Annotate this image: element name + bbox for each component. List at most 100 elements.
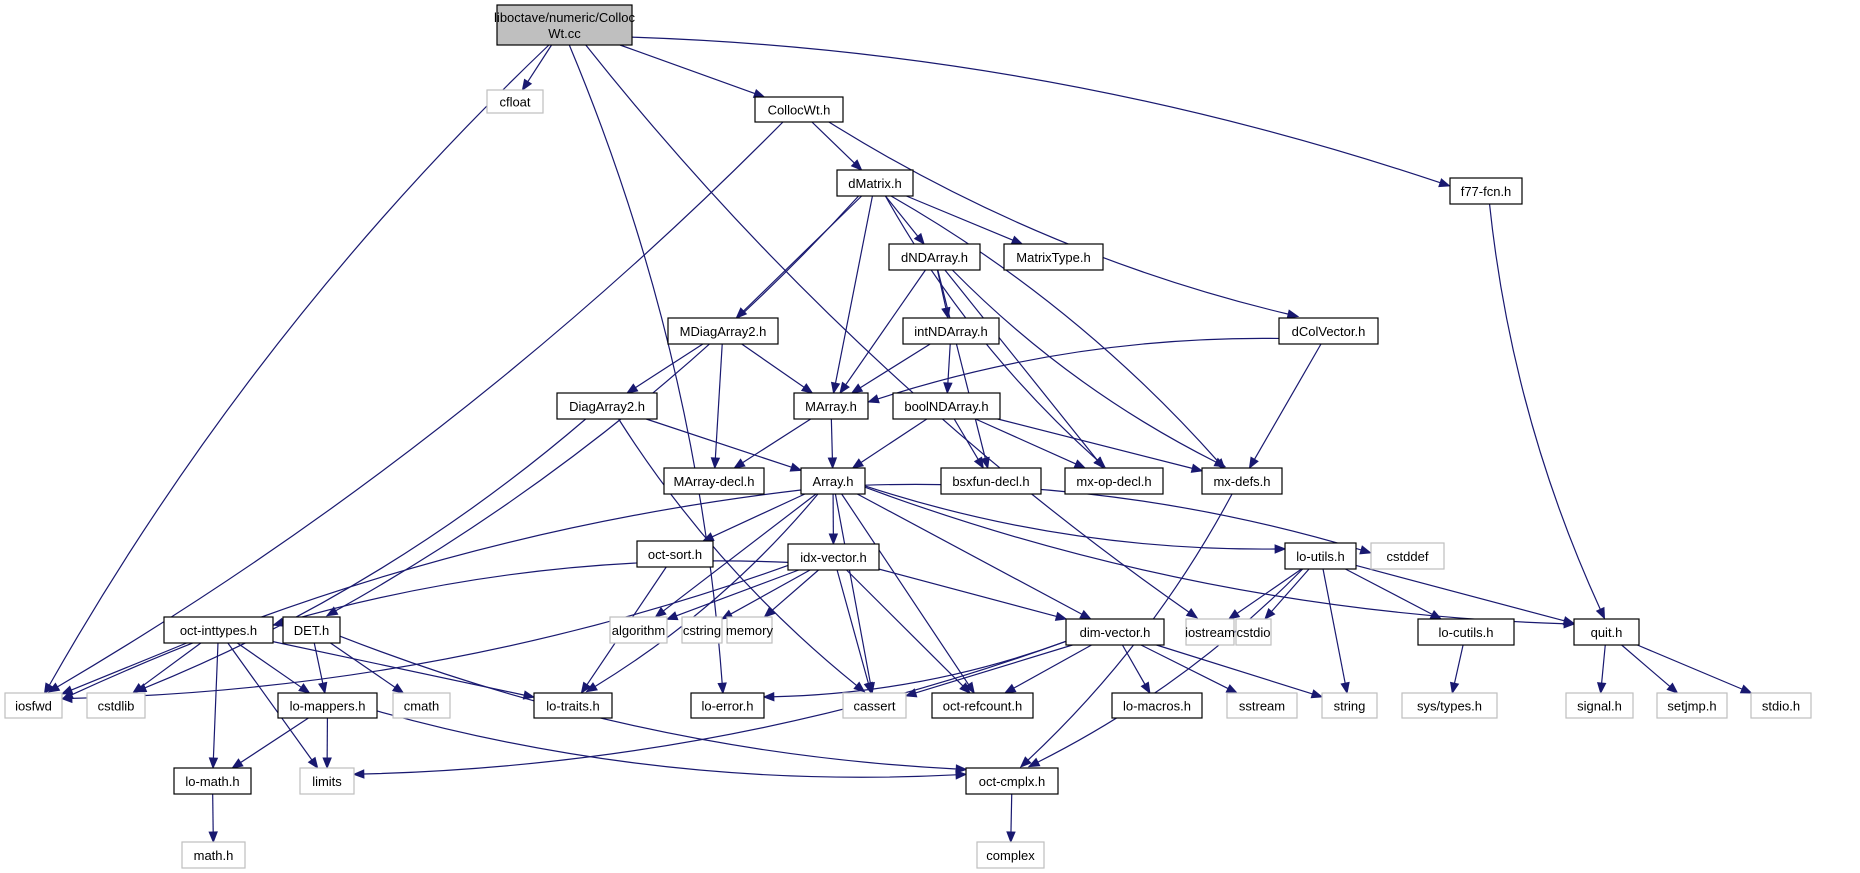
node-Array-h[interactable]: Array.h [800, 467, 866, 495]
edge-dim_vector_h-to-limits [363, 640, 1067, 775]
node-box [1235, 618, 1272, 646]
node-box [1449, 177, 1523, 205]
node-label: lo-mappers.h [290, 699, 366, 714]
edge-dNDArray_h-to-mx_defs_h [951, 269, 1217, 463]
node-cfloat: cfloat [486, 89, 544, 114]
arrowhead-oct_cmplx_h [955, 764, 968, 774]
edge-oct_inttypes_h-to-iosfwd [71, 642, 187, 691]
node-dMatrix-h[interactable]: dMatrix.h [836, 169, 914, 197]
node-label: f77-fcn.h [1461, 184, 1512, 199]
node-box [299, 767, 355, 795]
node-label: Wt.cc [548, 26, 581, 41]
edge-DiagArray2_h-to-Array_h [645, 418, 792, 468]
node-lo-cutils-h[interactable]: lo-cutils.h [1417, 618, 1515, 646]
node-lo-utils-h[interactable]: lo-utils.h [1284, 542, 1357, 570]
node-lo-macros-h[interactable]: lo-macros.h [1111, 692, 1203, 719]
arrowhead-limits [322, 757, 332, 770]
edge-dMatrix_h-to-DET_h [335, 195, 860, 612]
node-box [1370, 542, 1445, 570]
arrowhead-iosfwd [43, 682, 54, 695]
edge-oct_inttypes_h-to-cstdlib [140, 642, 202, 688]
node-boolNDArray-h[interactable]: boolNDArray.h [892, 392, 1001, 420]
node-signal-h: signal.h [1565, 692, 1634, 719]
edge-idx_vector_h-to-cassert [836, 569, 869, 684]
node-bsxfun-decl-h[interactable]: bsxfun-decl.h [940, 467, 1042, 495]
node-oct-sort-h[interactable]: oct-sort.h [636, 540, 714, 568]
edge-dNDArray_h-to-mx_op_decl_h [944, 269, 1098, 461]
arrowhead-lo_utils_h [1274, 544, 1287, 554]
edge-root-to-f77_fcn_h [631, 36, 1441, 184]
node-label: MDiagArray2.h [680, 324, 767, 339]
node-box [888, 243, 981, 271]
node-box [681, 616, 723, 644]
arrowhead-iosfwd [60, 685, 74, 695]
edge-MDiagArray2_h-to-MArray_h [741, 343, 805, 388]
node-label: cassert [854, 699, 896, 714]
node-MDiagArray2-h[interactable]: MDiagArray2.h [667, 317, 779, 345]
edge-Array_h-to-quit_h [864, 486, 1565, 625]
node-lo-error-h[interactable]: lo-error.h [690, 692, 765, 719]
node-box [636, 540, 714, 568]
node-box [690, 692, 765, 719]
node-oct-cmplx-h[interactable]: oct-cmplx.h [965, 767, 1059, 795]
node-setjmp-h: setjmp.h [1656, 692, 1728, 719]
node-label: memory [726, 623, 773, 638]
node-label: intNDArray.h [914, 324, 987, 339]
node-oct-refcount-h[interactable]: oct-refcount.h [931, 692, 1034, 719]
node-memory: memory [726, 616, 773, 644]
arrowhead-oct_cmplx_h [1019, 756, 1032, 768]
node-label: stdio.h [1762, 699, 1800, 714]
node-dNDArray-h[interactable]: dNDArray.h [888, 243, 981, 271]
node-CollocWt-h[interactable]: CollocWt.h [754, 96, 844, 123]
node-lo-traits-h[interactable]: lo-traits.h [533, 692, 613, 719]
node-label: dColVector.h [1292, 324, 1366, 339]
node-oct-inttypes-h[interactable]: oct-inttypes.h [163, 616, 274, 644]
node-intNDArray-h[interactable]: intNDArray.h [902, 317, 1000, 345]
arrowhead-cassert [863, 681, 873, 695]
arrowhead-mx_defs_h [1248, 456, 1259, 470]
node-dColVector-h[interactable]: dColVector.h [1278, 317, 1379, 345]
edge-oct_inttypes_h-to-limits [227, 642, 313, 761]
node-box [4, 692, 63, 719]
arrowhead-MArray_h [850, 383, 864, 394]
arrowhead-lo_error_h [717, 682, 727, 695]
node-DET-h[interactable]: DET.h [282, 616, 341, 644]
node-root[interactable]: liboctave/numeric/CollocWt.cc [494, 4, 635, 46]
arrowhead-stdio_h [1739, 684, 1753, 694]
node-math-h: math.h [181, 841, 246, 869]
node-dim-vector-h[interactable]: dim-vector.h [1065, 618, 1165, 646]
node-box [976, 841, 1045, 869]
node-box [1401, 692, 1498, 719]
node-box [496, 4, 633, 46]
edge-oct_cmplx_h-to-complex [1010, 793, 1013, 833]
node-box [392, 692, 451, 719]
edge-MDiagArray2_h-to-MArray_decl_h [714, 343, 723, 459]
node-mx-op-decl-h[interactable]: mx-op-decl.h [1064, 467, 1164, 495]
edge-Array_h-to-oct_refcount_h [841, 493, 970, 686]
node-MatrixType-h[interactable]: MatrixType.h [1003, 243, 1104, 271]
node-label: oct-cmplx.h [979, 774, 1045, 789]
node-box [1750, 692, 1812, 719]
arrowhead-dim_vector_h [1079, 609, 1092, 620]
edge-dMatrix_h-to-MArray_h [834, 195, 874, 384]
node-label: bsxfun-decl.h [952, 474, 1029, 489]
node-quit-h[interactable]: quit.h [1573, 618, 1640, 646]
node-lo-math-h[interactable]: lo-math.h [173, 767, 252, 795]
node-label: quit.h [1591, 625, 1623, 640]
edge-dim_vector_h-to-sstream [1140, 644, 1229, 690]
edge-root-to-iostream [585, 44, 1190, 613]
node-limits: limits [299, 767, 355, 795]
node-label: iostream [1185, 625, 1235, 640]
node-MArray-h[interactable]: MArray.h [793, 392, 869, 420]
node-mx-defs-h[interactable]: mx-defs.h [1201, 467, 1283, 495]
node-label: iosfwd [15, 699, 52, 714]
node-MArray-decl-h[interactable]: MArray-decl.h [663, 467, 765, 495]
edge-Array_h-to-iosfwd [71, 489, 802, 696]
edge-idx_vector_h-to-cstring [730, 569, 811, 615]
node-lo-mappers-h[interactable]: lo-mappers.h [277, 692, 378, 719]
node-label: cstdlib [98, 699, 135, 714]
edge-dMatrix_h-to-MatrixType_h [906, 195, 1014, 241]
node-f77-fcn-h[interactable]: f77-fcn.h [1449, 177, 1523, 205]
node-idx-vector-h[interactable]: idx-vector.h [787, 543, 880, 571]
node-DiagArray2-h[interactable]: DiagArray2.h [556, 392, 658, 420]
